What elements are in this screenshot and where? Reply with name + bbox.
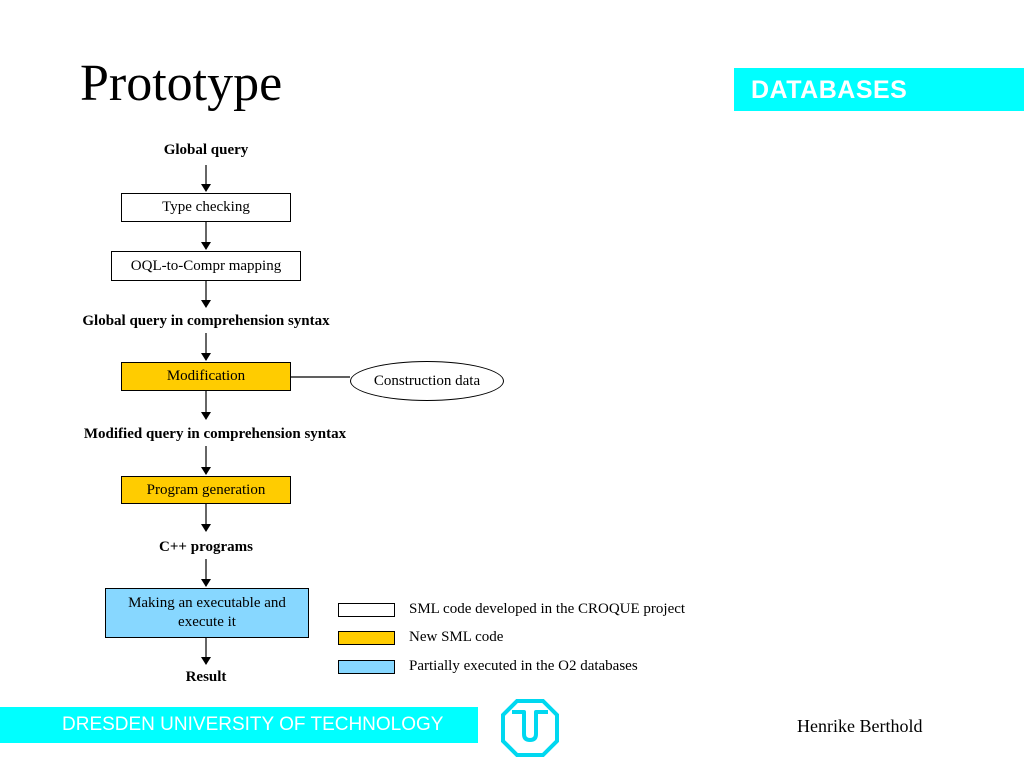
tu-dresden-logo-icon [501, 699, 559, 757]
footer-bar: DRESDEN UNIVERSITY OF TECHNOLOGY [0, 707, 478, 743]
box-program-generation: Program generation [121, 476, 291, 504]
legend-label-o2: Partially executed in the O2 databases [409, 658, 638, 674]
label-global-comprehension: Global query in comprehension syntax [82, 313, 330, 329]
label-result: Result [185, 669, 227, 685]
label-modified-comprehension: Modified query in comprehension syntax [83, 426, 347, 442]
box-executable-line1: Making an executable and [128, 595, 286, 612]
author-name: Henrike Berthold [797, 716, 923, 736]
legend-swatch-new [338, 631, 395, 645]
databases-banner-label: DATABASES [751, 76, 908, 104]
label-cpp-programs: C++ programs [159, 539, 253, 555]
ellipse-construction-data: Construction data [350, 361, 504, 401]
label-global-query: Global query [163, 142, 249, 158]
footer-university: DRESDEN UNIVERSITY OF TECHNOLOGY [62, 714, 444, 735]
box-type-checking: Type checking [121, 193, 291, 222]
page-title: Prototype [80, 55, 283, 112]
legend-swatch-existing [338, 603, 395, 617]
box-executable-line2: execute it [178, 614, 236, 630]
box-modification: Modification [121, 362, 291, 391]
legend-label-existing: SML code developed in the CROQUE project [409, 601, 686, 617]
box-oql-mapping: OQL-to-Compr mapping [111, 251, 301, 281]
box-executable: Making an executable and execute it [105, 588, 309, 638]
legend-swatch-o2 [338, 660, 395, 674]
databases-banner: DATABASES [734, 68, 1024, 111]
legend-label-new: New SML code [409, 629, 504, 645]
